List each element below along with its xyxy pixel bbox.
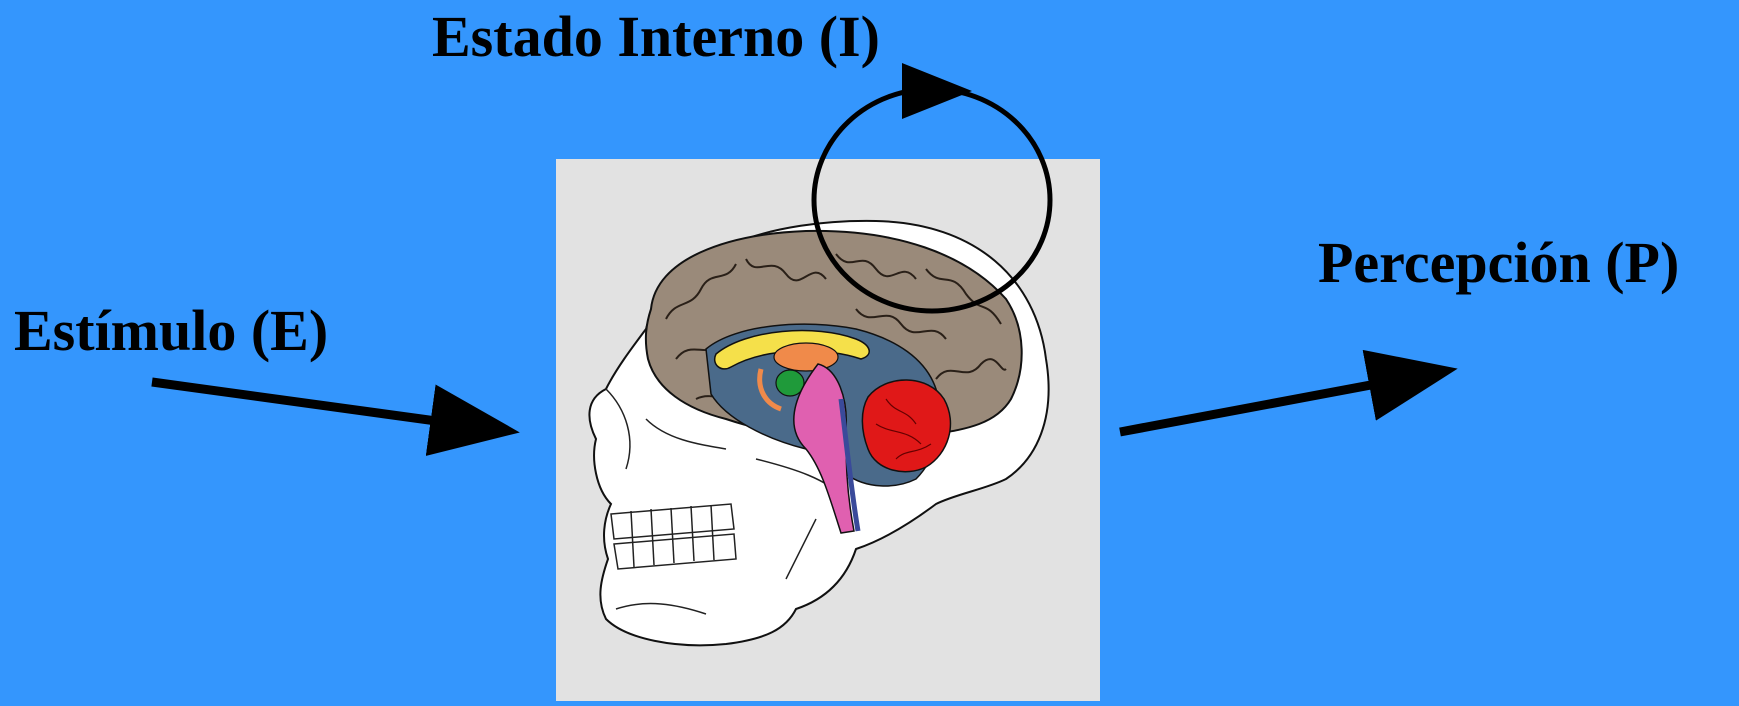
stimulus-arrow (152, 382, 502, 430)
internal-state-loop (814, 89, 1050, 311)
perception-arrow (1120, 372, 1440, 432)
